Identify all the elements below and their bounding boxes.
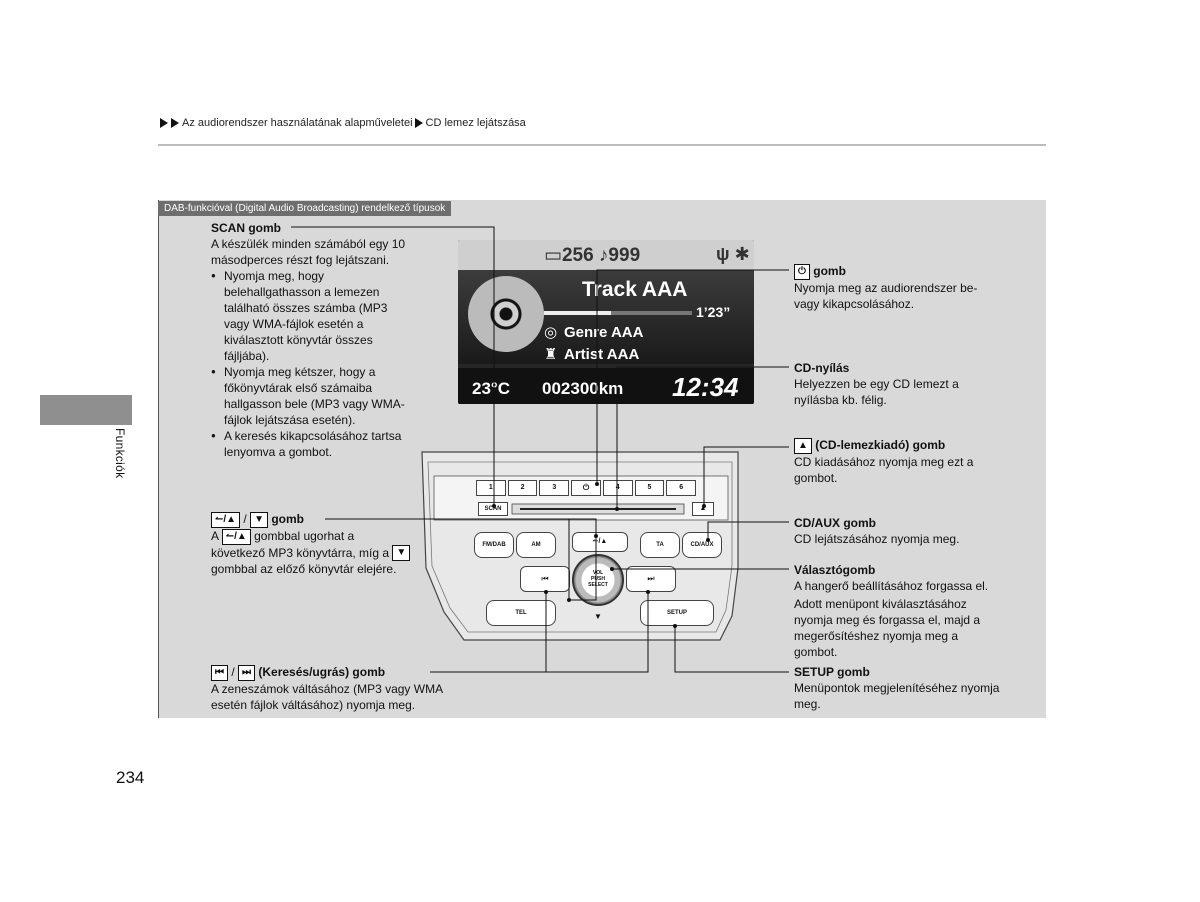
folder-desc-c: gombbal az előző könyvtár elejére. bbox=[211, 562, 397, 577]
breadcrumb-item: CD lemez lejátszása bbox=[425, 117, 526, 129]
setup-desc: Menüpontok megjelenítéséhez nyomja meg. bbox=[794, 681, 1000, 711]
folder-up-key-icon: ↼/▲ bbox=[221, 528, 251, 545]
eject-desc: CD kiadásához nyomja meg ezt a gombot. bbox=[794, 454, 974, 485]
cdaux-callout: CD/AUX gomb CD lejátszásához nyomja meg. bbox=[794, 515, 994, 547]
selector-desc2: Adott menüpont kiválasztásához nyomja me… bbox=[794, 597, 981, 659]
display-odometer: 002300km bbox=[542, 379, 624, 398]
seek-callout: ⏮ / ⏭ (Keresés/ugrás) gomb A zeneszámok … bbox=[211, 664, 461, 713]
power-key-icon: ⏻ bbox=[794, 263, 810, 280]
scan-desc: A készülék minden számából egy 10 másodp… bbox=[211, 237, 406, 267]
display-status-bar bbox=[458, 240, 754, 270]
cdslot-callout: CD-nyílás Helyezzen be egy CD lemezt a n… bbox=[794, 360, 994, 408]
preset-button[interactable]: 1 bbox=[476, 480, 506, 496]
eject-button[interactable]: ▲ bbox=[692, 502, 714, 516]
cdslot-title: CD-nyílás bbox=[794, 361, 850, 375]
folder-up-button[interactable]: ↼/▲ bbox=[572, 532, 628, 552]
usb-bluetooth-icon: ψ ✱ bbox=[716, 244, 750, 264]
folder-desc-a: A bbox=[211, 528, 219, 543]
display-time: 1’23” bbox=[696, 304, 731, 320]
artist-icon: ♜ bbox=[544, 346, 558, 363]
preset-button[interactable]: 2 bbox=[507, 480, 538, 496]
audio-display: ▭256 ♪999 ψ ✱ Track AAA 1’23” ◎ Genre AA… bbox=[458, 240, 754, 404]
key-separator: / bbox=[243, 512, 247, 526]
scan-bullet: A keresés kikapcsolásához tartsa lenyomv… bbox=[211, 428, 411, 460]
key-separator: / bbox=[231, 665, 235, 679]
genre-icon: ◎ bbox=[544, 324, 558, 341]
seek-title: (Keresés/ugrás) gomb bbox=[258, 665, 386, 679]
selector-title: Választógomb bbox=[794, 563, 876, 577]
breadcrumb-item: Az audiorendszer használatának alapművel… bbox=[182, 117, 413, 129]
seek-prev-button[interactable]: ⏮ bbox=[520, 566, 570, 592]
seek-prev-key-icon: ⏮ bbox=[211, 664, 228, 681]
section-tab bbox=[40, 395, 132, 425]
cdaux-title: CD/AUX gomb bbox=[794, 516, 876, 530]
eject-callout: ▲ (CD-lemezkiadó) gomb CD kiadásához nyo… bbox=[794, 437, 994, 486]
power-title: gomb bbox=[813, 264, 846, 278]
folder-desc-b: gombbal ugorhat a következő MP3 könyvtár… bbox=[211, 528, 390, 560]
seek-desc: A zeneszámok váltásához (MP3 vagy WMA es… bbox=[211, 681, 443, 712]
eject-key-icon: ▲ bbox=[794, 437, 812, 454]
tel-button[interactable]: TEL bbox=[486, 600, 556, 626]
setup-callout: SETUP gomb Menüpontok megjelenítéséhez n… bbox=[794, 664, 1024, 712]
page-number: 234 bbox=[116, 768, 145, 787]
knob-label: VOL PUSH SELECT bbox=[588, 570, 608, 588]
seek-next-button[interactable]: ⏭ bbox=[626, 566, 676, 592]
setup-title: SETUP gomb bbox=[794, 665, 870, 679]
power-callout: ⏻ gomb Nyomja meg az audiorendszer be- v… bbox=[794, 263, 994, 312]
scan-title: SCAN gomb bbox=[211, 221, 281, 235]
power-button[interactable]: ⏻ bbox=[571, 480, 601, 496]
scan-button[interactable]: SCAN bbox=[478, 502, 508, 516]
eject-title: (CD-lemezkiadó) gomb bbox=[815, 438, 946, 452]
progress-bar bbox=[544, 311, 692, 315]
arrow-icon bbox=[414, 118, 423, 128]
cd-disc-icon bbox=[468, 276, 544, 352]
breadcrumb: Az audiorendszer használatának alapművel… bbox=[160, 117, 526, 129]
setup-button[interactable]: SETUP bbox=[640, 600, 714, 626]
folder-down-key-icon: ▼ bbox=[250, 511, 268, 528]
display-artist: Artist AAA bbox=[564, 346, 640, 363]
display-clock: 12:34 bbox=[672, 372, 739, 402]
scan-bullet: Nyomja meg kétszer, hogy a főkönyvtárak … bbox=[211, 364, 411, 428]
cd-aux-button[interactable]: CD/AUX bbox=[682, 532, 722, 558]
scan-callout: SCAN gomb A készülék minden számából egy… bbox=[211, 220, 411, 460]
ta-button[interactable]: TA bbox=[640, 532, 680, 558]
folder-up-key-icon: ↼/▲ bbox=[211, 511, 241, 528]
cdaux-desc: CD lejátszásához nyomja meg. bbox=[794, 532, 960, 546]
display-counts: ▭256 ♪999 bbox=[544, 245, 641, 266]
display-genre: Genre AAA bbox=[564, 324, 644, 341]
preset-button[interactable]: 5 bbox=[634, 480, 665, 496]
arrow-icon bbox=[160, 118, 168, 128]
fm-dab-button[interactable]: FM/DAB bbox=[474, 532, 514, 558]
folder-callout: ↼/▲ / ▼ gomb A ↼/▲ gombbal ugorhat a köv… bbox=[211, 511, 411, 577]
progress-fill bbox=[544, 311, 611, 315]
preset-button[interactable]: 4 bbox=[602, 480, 633, 496]
panel-title: DAB-funkcióval (Digital Audio Broadcasti… bbox=[158, 201, 452, 216]
folder-down-button[interactable]: ▼ bbox=[594, 612, 602, 621]
scan-bullet: Nyomja meg, hogy belehallgathasson a lem… bbox=[211, 268, 411, 364]
divider bbox=[158, 144, 1046, 146]
folder-down-key-icon: ▼ bbox=[392, 545, 411, 562]
am-button[interactable]: AM bbox=[516, 532, 556, 558]
selector-desc1: A hangerő beállításához forgassa el. bbox=[794, 579, 989, 593]
preset-button[interactable]: 3 bbox=[539, 480, 570, 496]
selector-callout: Választógomb A hangerő beállításához for… bbox=[794, 562, 994, 660]
power-desc: Nyomja meg az audiorendszer be- vagy kik… bbox=[794, 280, 978, 311]
cdslot-desc: Helyezzen be egy CD lemezt a nyílásba kb… bbox=[794, 377, 959, 407]
arrow-icon bbox=[171, 118, 179, 128]
display-temp: 23°C bbox=[472, 379, 510, 398]
section-label: Funkciók bbox=[113, 428, 127, 479]
preset-button[interactable]: 6 bbox=[666, 480, 697, 496]
folder-title: gomb bbox=[271, 512, 305, 526]
seek-next-key-icon: ⏭ bbox=[238, 664, 256, 681]
display-track: Track AAA bbox=[582, 278, 688, 301]
preset-row: 1 2 3 ⏻ 4 5 6 bbox=[476, 480, 697, 496]
